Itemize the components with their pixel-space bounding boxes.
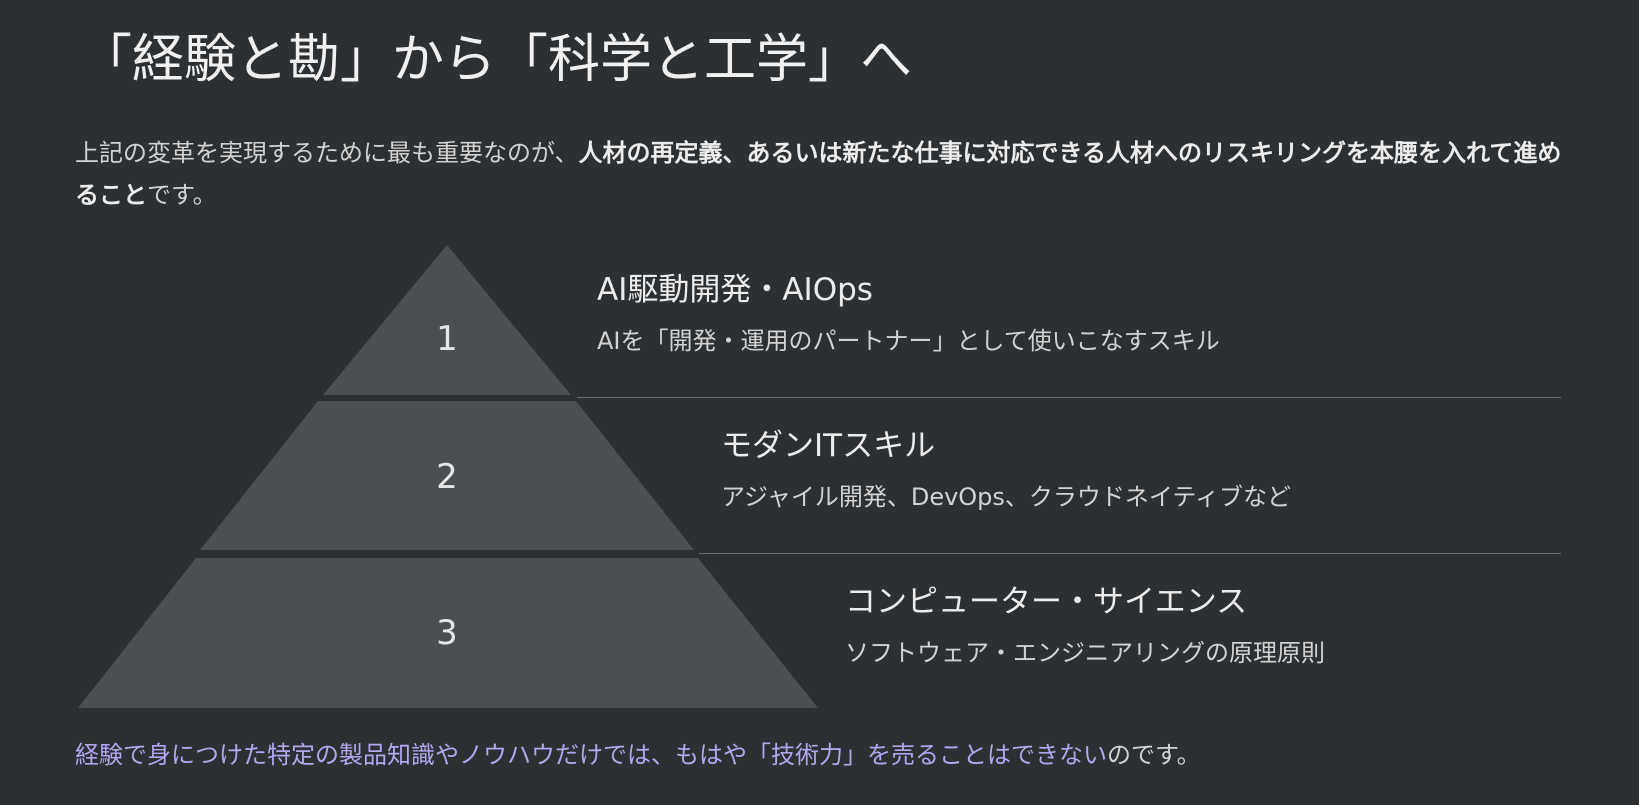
level-1-heading: AI駆動開発・AIOps: [597, 272, 873, 308]
level-1-divider: [577, 397, 1561, 398]
level-3-heading: コンピューター・サイエンス: [845, 584, 1248, 620]
pyramid-tier-1: [323, 245, 571, 395]
footer-statement: 経験で身につけた特定の製品知識やノウハウだけでは、もはや「技術力」を売ることはで…: [75, 738, 1201, 772]
level-2-description: アジャイル開発、DevOps、クラウドネイティブなど: [721, 483, 1291, 511]
intro-prefix: 上記の変革を実現するために最も重要なのが、: [75, 139, 579, 167]
level-1-description: AIを「開発・運用のパートナー」として使いこなすスキル: [597, 327, 1220, 355]
intro-suffix: です。: [147, 181, 217, 209]
pyramid-tier-3-number: 3: [436, 613, 458, 653]
level-1-text: AI駆動開発・AIOps AIを「開発・運用のパートナー」として使いこなすスキル: [597, 268, 1220, 358]
level-2-divider: [699, 553, 1561, 554]
level-2-text: モダンITスキル アジャイル開発、DevOps、クラウドネイティブなど: [721, 424, 1291, 514]
pyramid-tier-3: [78, 558, 818, 708]
level-3-description: ソフトウェア・エンジニアリングの原理原則: [845, 639, 1325, 667]
footer-tail: のです。: [1107, 741, 1201, 769]
pyramid-tier-1-number: 1: [436, 319, 458, 359]
level-2-heading: モダンITスキル: [721, 428, 936, 464]
footer-highlight: 経験で身につけた特定の製品知識やノウハウだけでは、もはや「技術力」を売ることはで…: [75, 741, 1107, 769]
intro-emphasis: 人材の再定義、あるいは新たな仕事に対応できる人材へのリスキリングを本腰を入れて進…: [75, 139, 1562, 209]
page-title: 「経験と勘」から「科学と工学」へ: [80, 30, 913, 90]
level-3-text: コンピューター・サイエンス ソフトウェア・エンジニアリングの原理原則: [845, 580, 1325, 670]
pyramid-tier-2-number: 2: [436, 457, 458, 497]
pyramid-tier-2: [200, 401, 694, 550]
intro-paragraph: 上記の変革を実現するために最も重要なのが、人材の再定義、あるいは新たな仕事に対応…: [75, 132, 1565, 216]
